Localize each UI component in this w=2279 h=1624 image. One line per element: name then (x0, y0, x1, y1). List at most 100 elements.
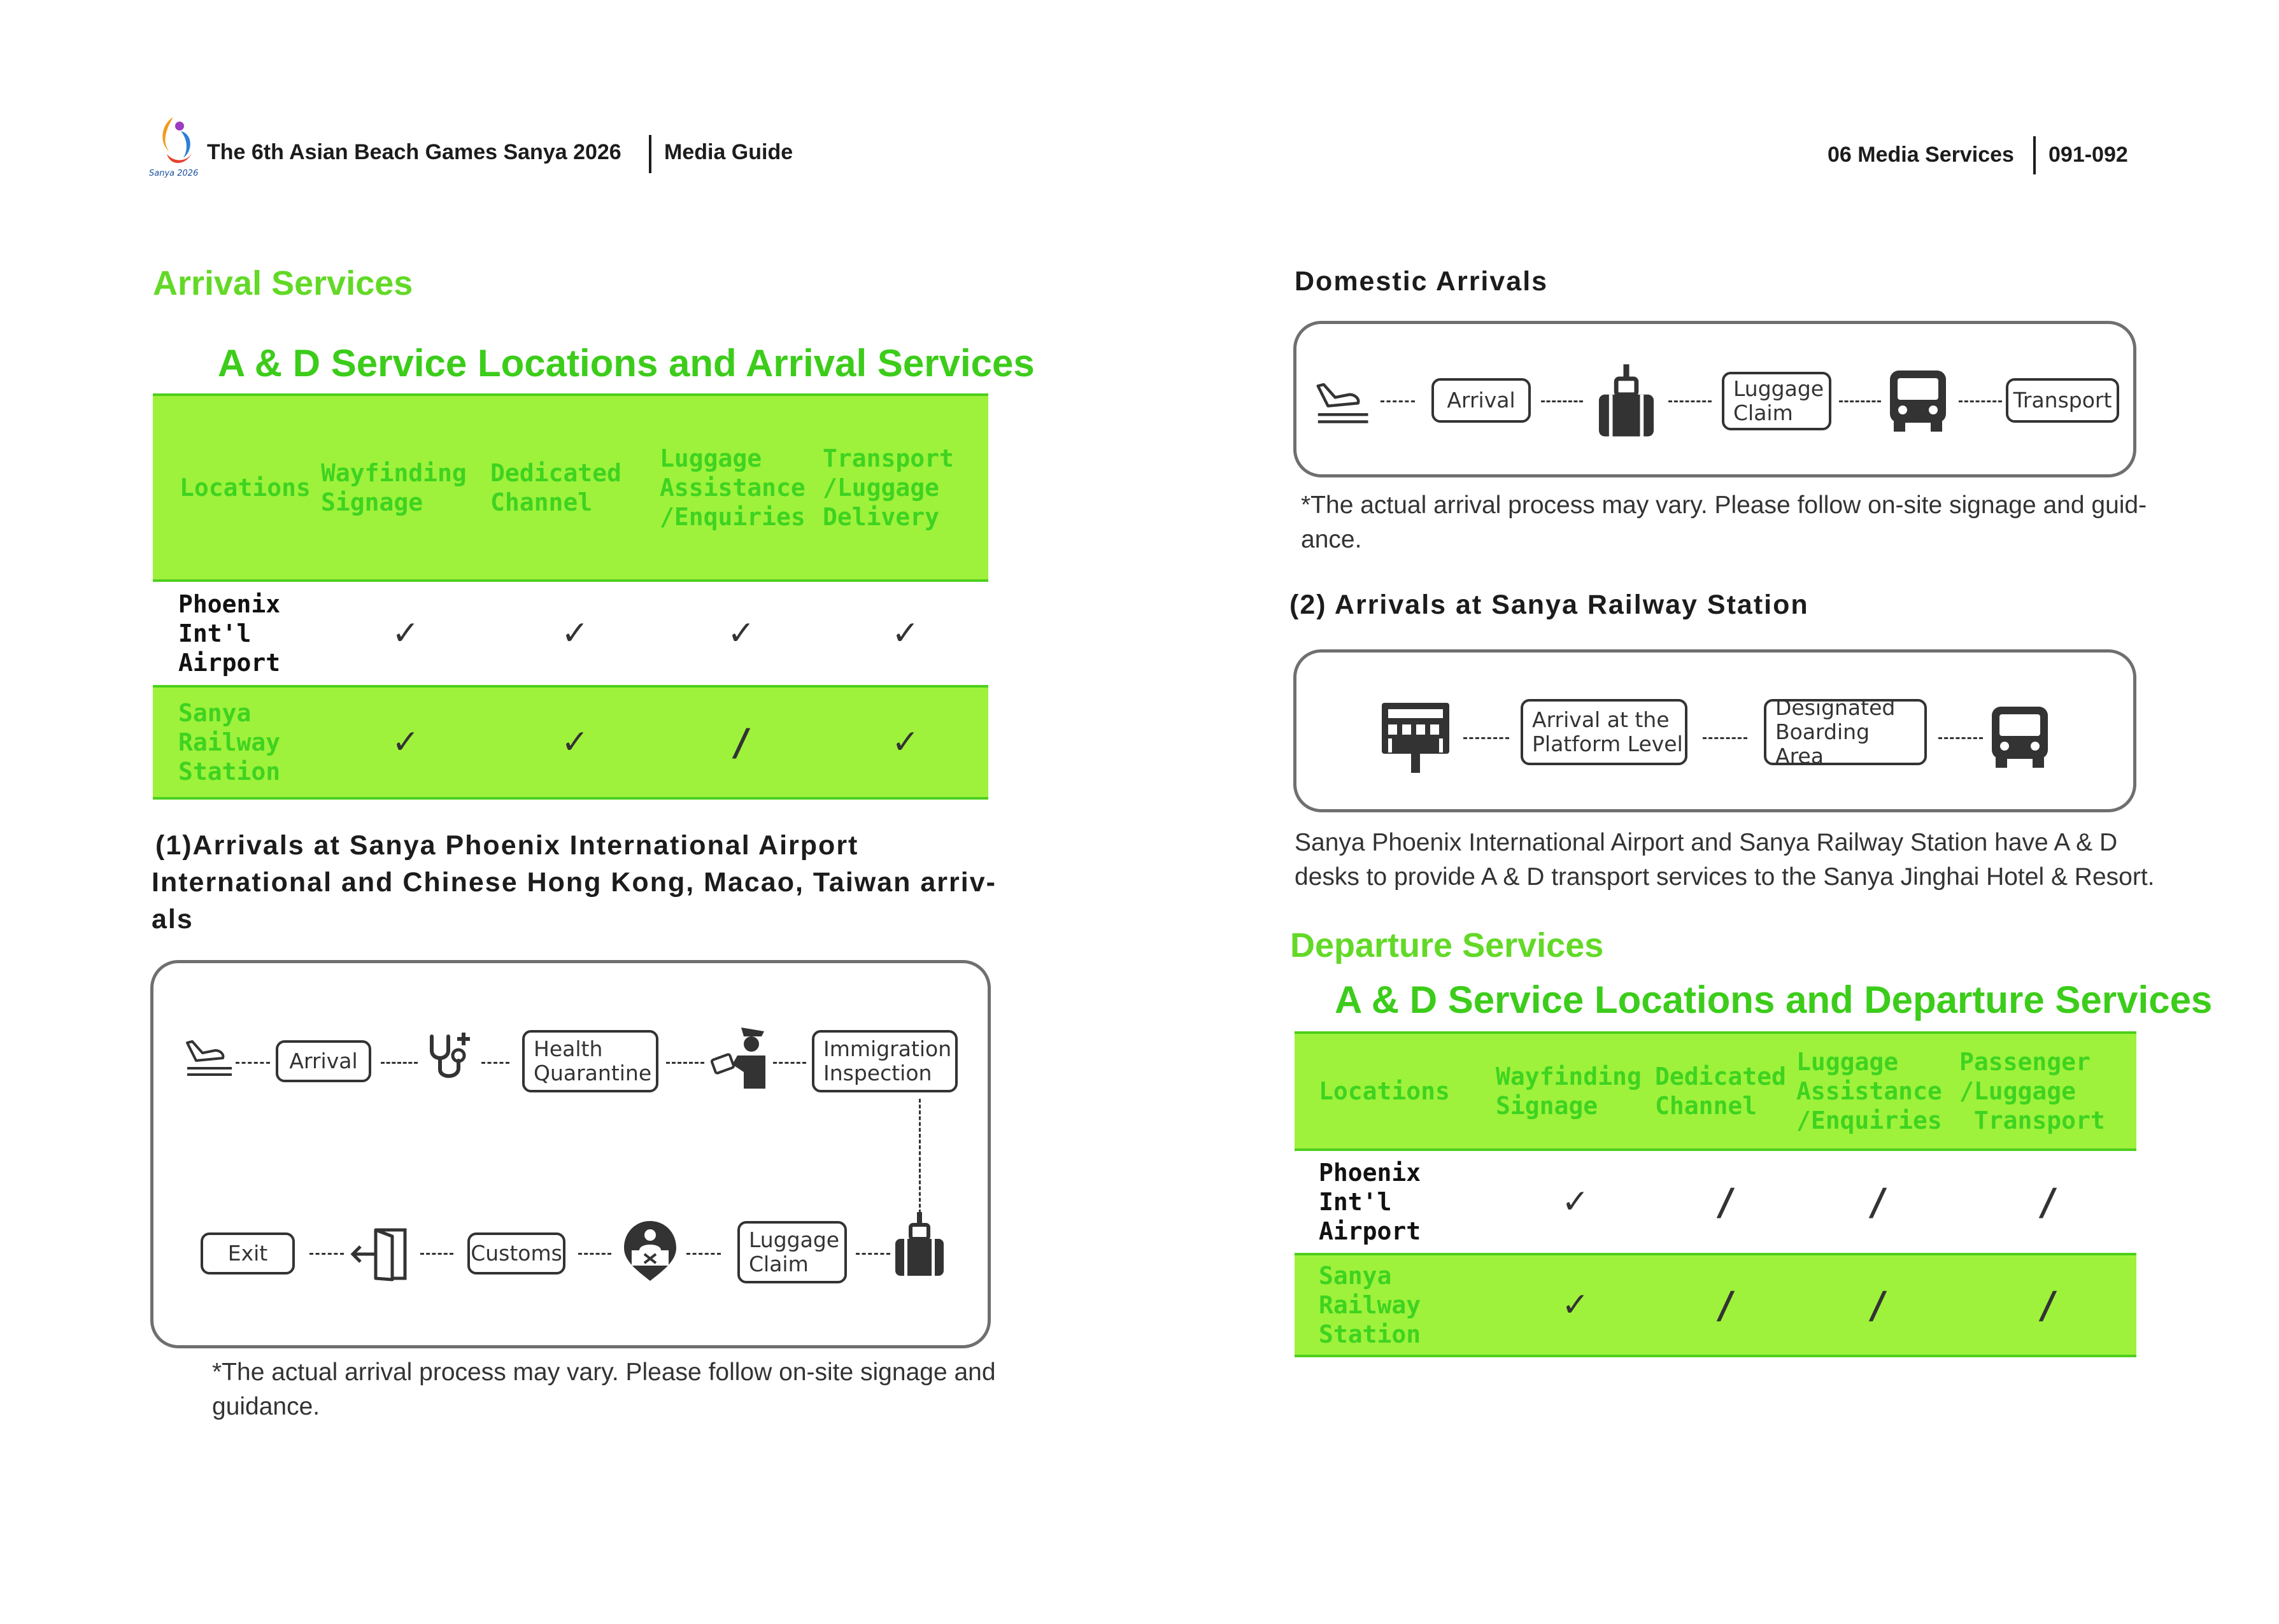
table-header: Wayfinding Signage (1496, 1033, 1655, 1150)
flow-connector (1668, 400, 1712, 402)
domestic-transport-step: Transport (2006, 378, 2119, 423)
table-row: Phoenix Int'l Airport ✓ ✓ ✓ ✓ (153, 581, 988, 686)
customs-step: Customs (467, 1232, 565, 1274)
arrival-table-title: A & D Service Locations and Arrival Serv… (218, 342, 1035, 385)
mark-cell: / (1959, 1254, 2136, 1356)
flow-connector (1703, 737, 1747, 739)
table-header: Locations (1295, 1033, 1496, 1150)
flow-connector (773, 1062, 806, 1064)
plane-landing-icon (183, 1031, 234, 1085)
mark-cell: ✓ (321, 686, 490, 798)
header-dedicated: Dedicated Channel (1655, 1063, 1786, 1120)
exit-step: Exit (201, 1232, 295, 1274)
international-arrival-flow (150, 960, 991, 1348)
header-transport: Transport /Luggage Delivery (823, 444, 954, 531)
railway-heading: (2) Arrivals at Sanya Railway Station (1289, 590, 1809, 620)
departure-table-title: A & D Service Locations and Departure Se… (1335, 978, 2213, 1021)
svg-text:Sanya 2026: Sanya 2026 (149, 169, 198, 178)
domestic-arrival-flow (1293, 321, 2136, 477)
arrival-services-table: Locations Wayfinding Signage Dedicated C… (153, 393, 988, 800)
platform-arrival-step: Arrival at the Platform Level (1521, 699, 1687, 765)
header-guide: Media Guide (664, 140, 793, 164)
header-wayfinding: Wayfinding Signage (321, 459, 467, 516)
header-luggage: Luggage Assistance /Enquiries (660, 444, 806, 531)
table-header: Passenger /Luggage Transport (1959, 1033, 2136, 1150)
mark-cell: / (1655, 1254, 1796, 1356)
domestic-luggage-step: Luggage Claim (1722, 372, 1831, 430)
header-title: The 6th Asian Beach Games Sanya 2026 (207, 140, 621, 164)
table-header: Dedicated Channel (1655, 1033, 1796, 1150)
table-row: Phoenix Int'l Airport ✓ / / / (1295, 1150, 2136, 1254)
mark-cell: / (660, 686, 823, 798)
domestic-note: *The actual arrival process may vary. Pl… (1301, 491, 2147, 519)
header-locations: Locations (180, 474, 311, 502)
plane-landing-icon (1312, 373, 1373, 434)
stethoscope-icon (423, 1027, 480, 1088)
railway-arrival-flow (1293, 649, 2136, 812)
domestic-heading: Domestic Arrivals (1295, 266, 1549, 297)
departure-services-title: Departure Services (1290, 926, 1604, 964)
flow-connector (309, 1253, 344, 1255)
mark-cell: ✓ (1496, 1254, 1655, 1356)
flow-connector (666, 1062, 704, 1064)
arrival-services-title: Arrival Services (153, 264, 413, 302)
customs-icon (620, 1218, 680, 1285)
table-header: Luggage Assistance /Enquiries (1796, 1033, 1959, 1150)
mark-cell: / (1959, 1150, 2136, 1254)
luggage-claim-step: Luggage Claim (737, 1221, 847, 1283)
table-header: Dedicated Channel (490, 395, 660, 581)
mark-cell: / (1655, 1150, 1796, 1254)
header-passenger-transport: Passenger /Luggage Transport (1959, 1048, 2105, 1134)
luggage-icon (891, 1211, 948, 1282)
flow-connector (481, 1062, 509, 1064)
flow-connector (1381, 400, 1415, 402)
games-logo: Sanya 2026 (148, 112, 205, 181)
railway-station-icon (1379, 700, 1452, 779)
luggage-icon (1594, 363, 1658, 442)
airport-heading: (1)Arrivals at Sanya Phoenix Internation… (155, 830, 859, 861)
desk-info: Sanya Phoenix International Airport and … (1295, 829, 2118, 856)
location-name: Sanya Railway Station (1319, 1262, 1421, 1348)
bus-icon (1989, 704, 2050, 773)
flow-connector (578, 1253, 611, 1255)
exit-door-icon (350, 1222, 411, 1287)
immigration-inspection-step: Immigration Inspection (812, 1030, 958, 1092)
mark-cell: ✓ (1496, 1150, 1655, 1254)
officer-icon (709, 1025, 770, 1094)
table-header: Luggage Assistance /Enquiries (660, 395, 823, 581)
flow-connector (381, 1062, 418, 1064)
departure-services-table: Locations Wayfinding Signage Dedicated C… (1295, 1031, 2136, 1357)
flow-connector (1839, 400, 1881, 402)
airport-heading-line-3: als (152, 904, 194, 935)
table-row: Sanya Railway Station ✓ ✓ / ✓ (153, 686, 988, 798)
mark-cell: ✓ (490, 581, 660, 686)
boarding-area-step: Designated Boarding Area (1764, 696, 1927, 768)
table-row: Sanya Railway Station ✓ / / / (1295, 1254, 2136, 1356)
flow-connector (236, 1062, 270, 1064)
header-wayfinding: Wayfinding Signage (1496, 1063, 1642, 1120)
header-pages: 091-092 (2048, 143, 2128, 167)
header-divider-right (2033, 136, 2036, 174)
airport-heading-line-2: International and Chinese Hong Kong, Mac… (152, 867, 997, 898)
health-quarantine-step: Health Quarantine (522, 1030, 658, 1092)
location-name: Phoenix Int'l Airport (178, 590, 281, 677)
table-header-row: Locations Wayfinding Signage Dedicated C… (153, 395, 988, 581)
domestic-arrival-step: Arrival (1431, 378, 1531, 423)
bus-icon (1887, 368, 1949, 437)
mark-cell: ✓ (660, 581, 823, 686)
header-luggage: Luggage Assistance /Enquiries (1796, 1048, 1942, 1134)
arrival-note: *The actual arrival process may vary. Pl… (212, 1359, 996, 1386)
flow-connector (1463, 737, 1509, 739)
mark-cell: ✓ (321, 581, 490, 686)
flow-connector (1541, 400, 1583, 402)
flow-connector (1938, 737, 1983, 739)
mark-cell: ✓ (823, 581, 988, 686)
header-dedicated: Dedicated Channel (490, 459, 621, 516)
header-section: 06 Media Services (1828, 143, 2014, 167)
flow-connector (1959, 400, 2002, 402)
mark-cell: / (1796, 1150, 1959, 1254)
arrival-note-line-2: guidance. (212, 1393, 320, 1420)
mark-cell: / (1796, 1254, 1959, 1356)
desk-info-line-2: desks to provide A & D transport service… (1295, 863, 2155, 891)
flow-connector (856, 1253, 890, 1255)
